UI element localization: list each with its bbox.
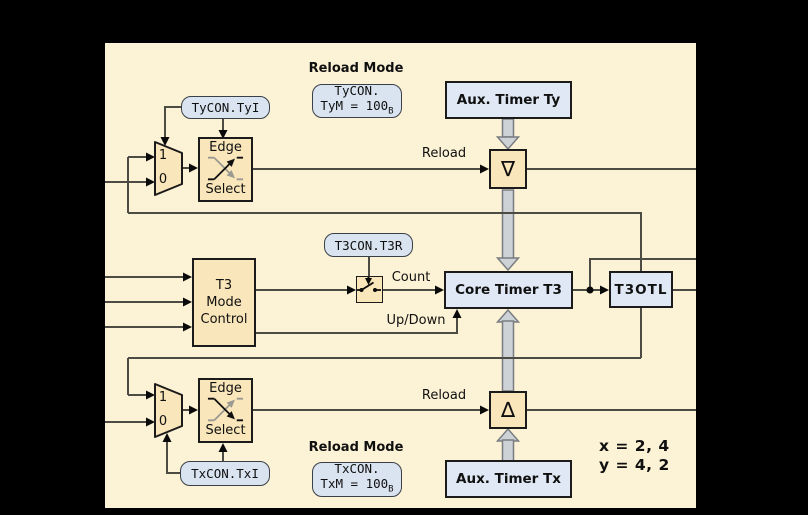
t3mc-line: Mode [206,295,242,310]
count-signal-label: Count [391,270,431,285]
txcon-txi-param-box: TxCON.TxI [180,461,270,486]
bus-tx-to-delta [501,439,515,462]
reload-mode-heading-bottom: Reload Mode [308,440,404,455]
mux-shapes [154,141,183,438]
edge-label: Edge [209,140,242,155]
xy-parameter-note: x = 2, 4 y = 4, 2 [599,437,670,474]
param-line: TxCON. [334,461,380,477]
tycon-tym-param-box: TyCON. TyM = 100B [312,82,402,118]
aux-timer-ty-box: Aux. Timer Ty [445,81,572,119]
bus-arrow-down-icon [495,136,521,151]
edge-waveform-icon [207,156,244,181]
reload-capture-delta-box: ∆ [489,391,527,429]
note-y-line: y = 4, 2 [599,455,670,474]
wire-arrowheads [146,130,609,452]
edge-waveform-icon [207,397,244,422]
signal-wires [105,106,696,474]
bus-nabla-to-core [501,189,515,260]
up-down-signal-label: Up/Down [386,313,446,328]
select-label: Select [205,182,246,197]
mux-top-input-1-label: 1 [158,148,168,163]
edge-select-box-bottom: Edge Select [198,378,253,443]
tycon-tyi-param-box: TyCON.TyI [181,96,270,119]
mux-bottom-input-1-label: 1 [158,390,168,405]
reload-signal-label-top: Reload [421,146,467,161]
mux-bottom-input-0-label: 0 [158,414,168,429]
param-line: TyM = 100B [320,97,394,117]
t3mc-line: Control [200,312,248,327]
txcon-txm-param-box: TxCON. TxM = 100B [312,461,402,497]
input-mux-bottom [154,383,183,438]
mux-top-input-0-label: 0 [158,172,168,187]
t3-mode-control-box: T3 Mode Control [192,258,256,347]
bus-arrow-up-icon [495,308,521,323]
core-timer-t3-box: Core Timer T3 [444,271,573,309]
edge-select-box-top: Edge Select [198,137,253,202]
count-switch-icon [357,277,381,292]
input-mux-top [154,141,183,196]
param-line: TxM = 100B [320,476,394,495]
param-line: TyCON. [334,82,380,98]
aux-timer-tx-box: Aux. Timer Tx [445,460,572,498]
bus-ty-to-nabla [501,118,515,138]
reload-signal-label-bottom: Reload [421,388,467,403]
note-x-line: x = 2, 4 [599,437,670,455]
reload-mode-heading-top: Reload Mode [308,61,404,76]
junction-dot [586,286,594,294]
bus-arrow-down-icon [495,257,521,272]
bus-arrow-up-icon [495,427,521,442]
select-label: Select [205,423,246,438]
t3mc-line: T3 [215,278,233,293]
count-enable-switch-box [356,276,383,303]
reload-capture-nabla-box: ∇ [489,149,527,189]
t3otl-box: T3OTL [609,271,673,308]
bus-delta-to-core [501,320,515,392]
t3con-t3r-param-box: T3CON.T3R [324,233,413,257]
edge-label: Edge [209,381,242,396]
